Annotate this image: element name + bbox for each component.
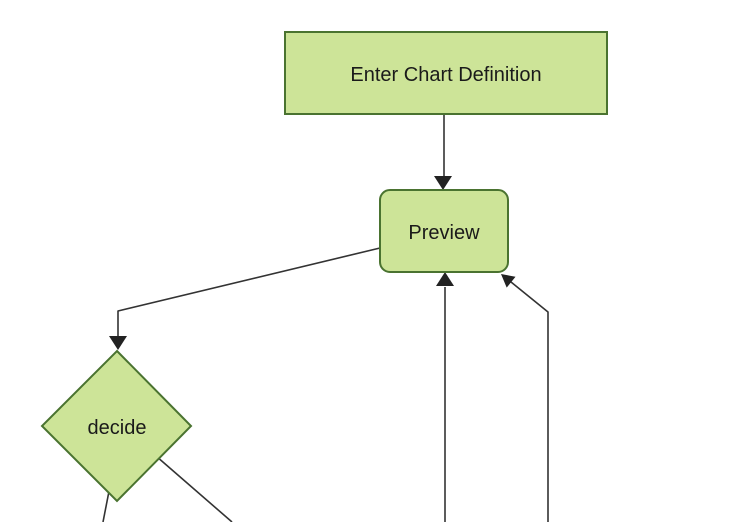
node-label-enter-chart-definition: Enter Chart Definition [350, 64, 541, 86]
node-enter-chart-definition-shape [284, 31, 608, 115]
node-preview: Preview [379, 189, 509, 273]
edge-decide-to-offscreen-right [155, 455, 233, 522]
arrowhead-preview-to-decide [109, 336, 127, 350]
arrowhead-enter-to-preview [434, 176, 452, 190]
node-label-decide: decide [88, 417, 147, 439]
node-enter-chart-definition: Enter Chart Definition [284, 31, 608, 115]
arrowhead-offscreen-to-preview-corner [501, 274, 516, 288]
edge-layer [102, 114, 549, 522]
edge-preview-to-decide [117, 247, 381, 337]
node-decide-shape [40, 349, 193, 503]
node-label-preview: Preview [408, 222, 480, 244]
node-preview-shape [379, 189, 509, 273]
edge-offscreen-to-preview-corner [510, 281, 549, 522]
arrowhead-offscreen-to-preview-bottom [436, 272, 454, 286]
node-decide: decide [40, 349, 193, 503]
